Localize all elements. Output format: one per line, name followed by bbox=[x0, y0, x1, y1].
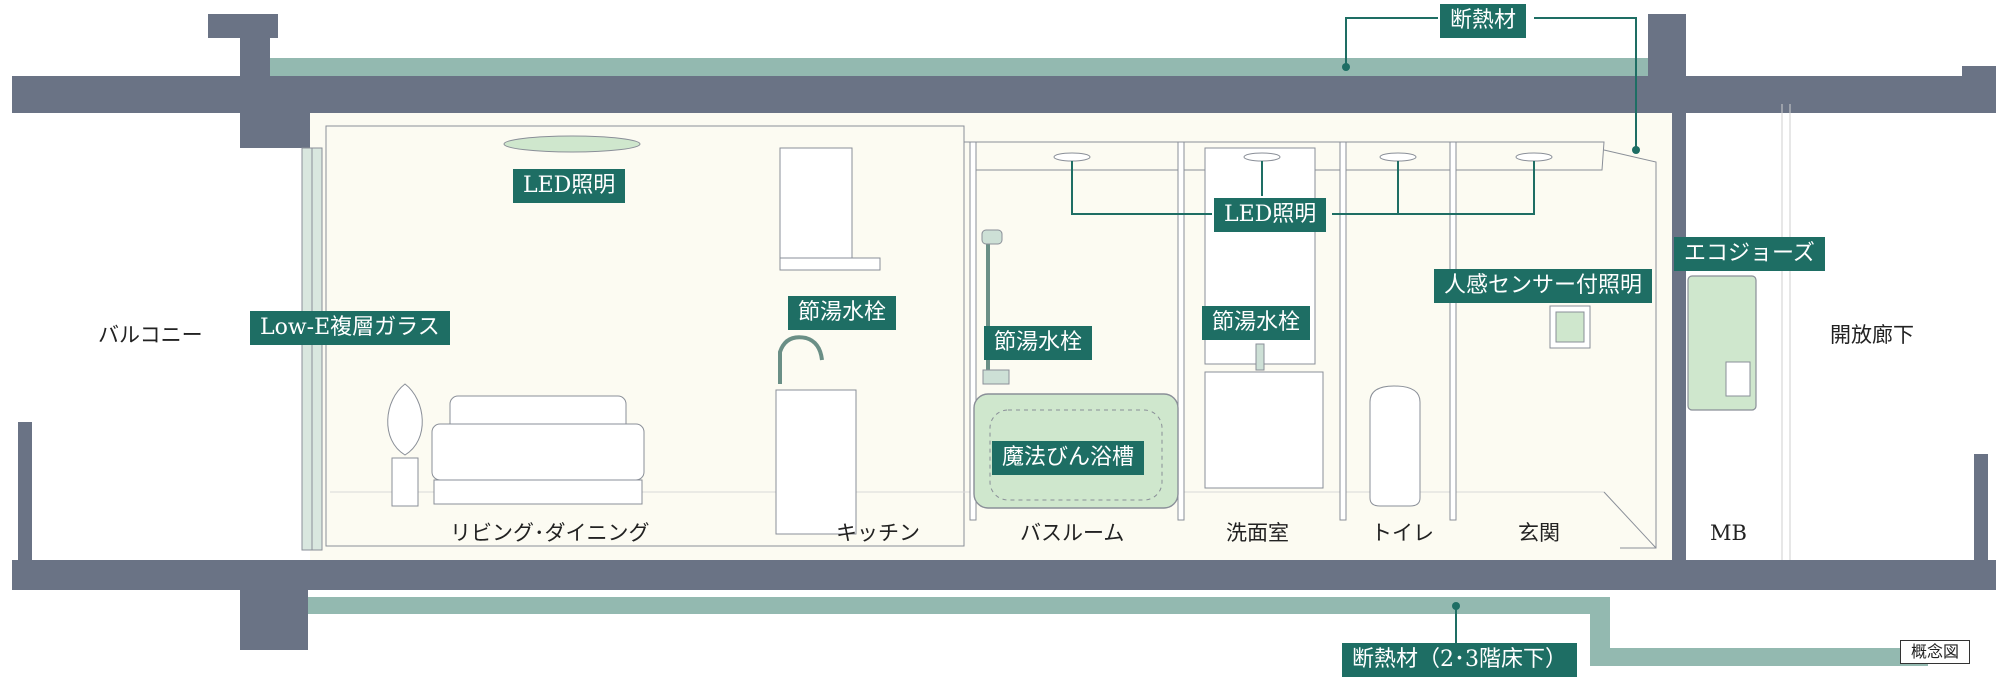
entrance-step-line bbox=[1603, 491, 1657, 549]
leader-insulation-top-left bbox=[1345, 17, 1438, 67]
parapet-left-post bbox=[240, 14, 270, 76]
partition-entrance bbox=[1449, 141, 1457, 521]
led-ceiling-tag: LED照明 bbox=[1214, 198, 1327, 232]
room-balcony: バルコニー bbox=[98, 323, 203, 347]
range-hood-base bbox=[779, 257, 881, 271]
downlight-4 bbox=[1515, 152, 1553, 162]
water-kitchen-tag: 節湯水栓 bbox=[788, 296, 897, 330]
room-kitchen: キッチン bbox=[836, 521, 920, 545]
partition-bath bbox=[969, 141, 977, 521]
sensor-light-face bbox=[1555, 311, 1585, 343]
range-hood bbox=[779, 147, 853, 259]
balcony-rail-left bbox=[18, 422, 32, 562]
insulation-floor-tag: 断熱材（2･3階床下） bbox=[1342, 643, 1577, 677]
water-bath-tag: 節湯水栓 bbox=[984, 326, 1093, 360]
sofa-seat bbox=[431, 423, 645, 481]
floor-slab bbox=[12, 560, 1996, 590]
downlight-2 bbox=[1243, 152, 1281, 162]
lowe-glass-tag: Low-E複層ガラス bbox=[250, 311, 450, 345]
vanity-unit bbox=[1204, 371, 1324, 489]
wall-right bbox=[1672, 113, 1686, 560]
downlight-3 bbox=[1379, 152, 1417, 162]
room-open-corridor: 開放廊下 bbox=[1830, 323, 1914, 347]
leader-insulation-top-right bbox=[1534, 17, 1637, 150]
leader-dot-2 bbox=[1632, 146, 1640, 154]
kitchen-faucet bbox=[778, 335, 824, 384]
floor-beam-left bbox=[240, 590, 308, 650]
concept-note: 概念図 bbox=[1900, 640, 1971, 664]
entrance-wall-outline bbox=[1603, 149, 1657, 549]
sofa-base bbox=[433, 479, 643, 505]
plant-leaves bbox=[387, 383, 423, 456]
roof-insulation bbox=[268, 58, 1653, 76]
beam-left bbox=[240, 113, 310, 148]
roof-slab bbox=[12, 76, 1996, 113]
bathtub-inner bbox=[989, 409, 1163, 501]
ceiling-light-living bbox=[503, 135, 641, 153]
kitchen-counter bbox=[775, 389, 857, 535]
concrete-structure bbox=[12, 14, 1996, 650]
downlight-1 bbox=[1053, 152, 1091, 162]
leader-dot-3 bbox=[1452, 602, 1460, 610]
room-washroom: 洗面室 bbox=[1226, 521, 1289, 545]
ecojozu-panel bbox=[1725, 361, 1751, 397]
insulation-top-tag: 断熱材 bbox=[1440, 4, 1527, 38]
leader-led-ceiling-left bbox=[1071, 161, 1212, 215]
room-bathroom: バスルーム bbox=[1020, 521, 1125, 545]
leader-lines bbox=[1071, 17, 1640, 644]
corridor-rail-right bbox=[1974, 454, 1988, 562]
bathtub-tag: 魔法びん浴槽 bbox=[992, 441, 1145, 475]
plant-pot bbox=[391, 457, 419, 507]
sensor-light-tag: 人感センサー付照明 bbox=[1434, 269, 1653, 303]
toilet-shape bbox=[1369, 385, 1421, 507]
room-living-dining: リビング･ダイニング bbox=[450, 521, 650, 545]
partition-toilet bbox=[1339, 141, 1347, 521]
floor-insulation bbox=[307, 597, 1928, 666]
water-washroom-tag: 節湯水栓 bbox=[1202, 306, 1311, 340]
room-entrance: 玄関 bbox=[1518, 521, 1560, 545]
room-toilet: トイレ bbox=[1371, 521, 1434, 545]
room-mb: MB bbox=[1710, 521, 1747, 545]
leader-led-ceiling-right bbox=[1332, 161, 1535, 215]
vanity-faucet bbox=[1255, 343, 1265, 371]
bath-faucet bbox=[982, 369, 1010, 385]
leader-dot-1 bbox=[1342, 63, 1350, 71]
partition-washroom bbox=[1177, 141, 1185, 521]
ecojozu-tag: エコジョーズ bbox=[1674, 237, 1825, 271]
led-living-tag: LED照明 bbox=[513, 169, 626, 203]
shower-head bbox=[981, 229, 1003, 245]
parapet-right bbox=[1962, 66, 1996, 80]
